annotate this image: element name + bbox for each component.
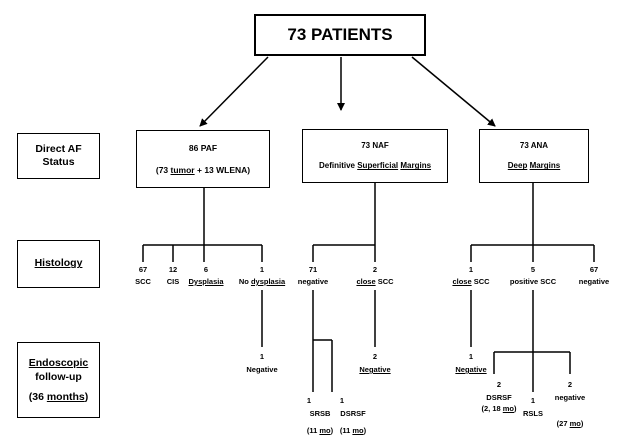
ana-followup-dsrsf: 2 DSRSF (2, 18 mo): [481, 380, 517, 413]
histology-label: Histology: [34, 257, 83, 270]
ana-box: 73 ANA Deep Margins: [479, 129, 589, 183]
ana-followup-rsls: 1 RSLS: [522, 396, 544, 418]
arrow-to-paf: [199, 56, 269, 127]
endoscopic-label: Endoscopic: [28, 356, 89, 369]
endoscopic-followup-box: Endoscopic follow-up (36 months): [17, 342, 100, 418]
ana-title: 73 ANA: [519, 140, 549, 150]
followup-label: follow-up: [35, 370, 82, 383]
naf-box: 73 NAF Definitive Superficial Margins: [302, 129, 448, 183]
naf-followup-srsb: 1 SRSB (11 mo): [306, 396, 334, 435]
paf-title: 86 PAF: [188, 142, 218, 153]
ana-followup-negative-2: 2 negative (27 mo): [554, 380, 586, 428]
naf-subtitle: Definitive Superficial Margins: [318, 161, 432, 171]
direct-af-status-box: Direct AF Status: [17, 133, 100, 179]
paf-subtitle: (73 tumor + 13 WLENA): [155, 164, 251, 175]
histology-box: Histology: [17, 240, 100, 288]
paf-box: 86 PAF (73 tumor + 13 WLENA): [136, 130, 270, 188]
arrow-to-ana: [411, 56, 496, 127]
direct-af-label: Direct AF: [35, 142, 82, 155]
naf-title: 73 NAF: [361, 140, 389, 150]
duration-label: (36 months): [28, 391, 89, 404]
status-label: Status: [42, 156, 75, 168]
title-text: 73 PATIENTS: [287, 25, 393, 45]
ana-subtitle: Deep Margins: [507, 161, 561, 171]
title-box: 73 PATIENTS: [254, 14, 426, 56]
naf-followup-dsrsf: 1 DSRSF (11 mo): [339, 396, 367, 435]
